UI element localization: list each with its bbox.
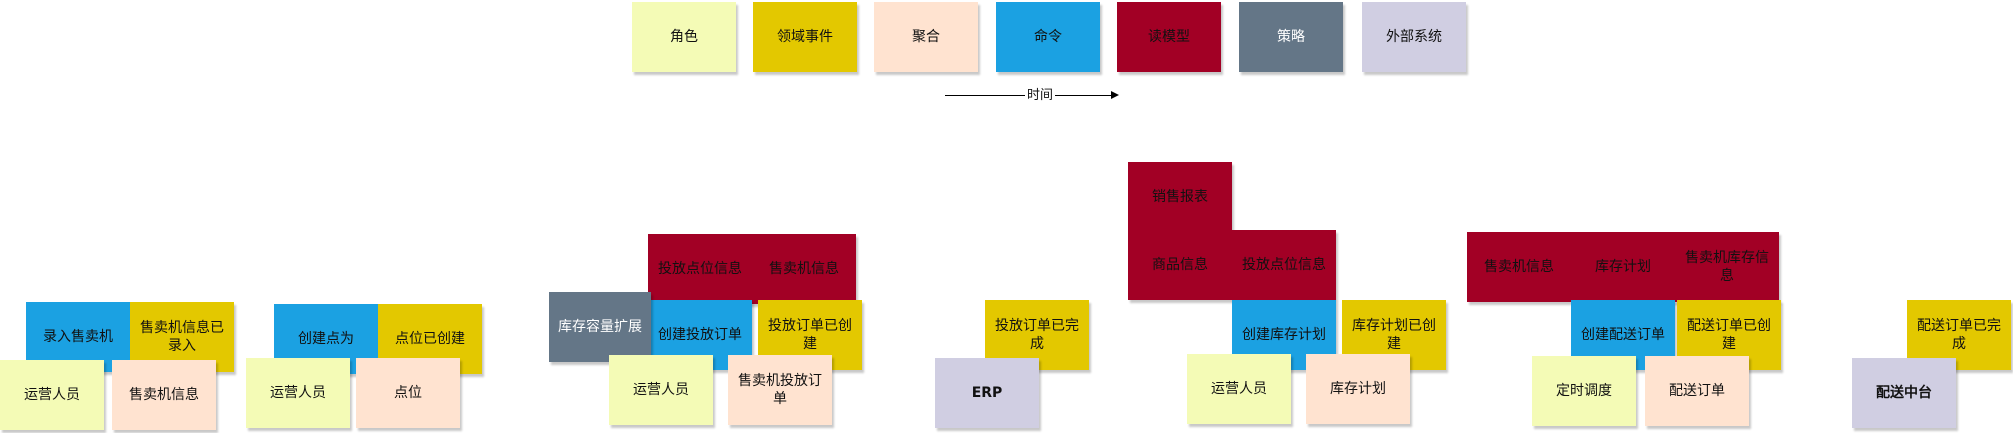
legend-event: 领域事件 (753, 2, 857, 72)
aggregate-note: 点位 (356, 358, 460, 428)
read-model-note: 投放点位信息 (648, 234, 752, 304)
role-note: 运营人员 (246, 358, 350, 428)
legend-role: 角色 (632, 2, 736, 72)
read-model-note: 售卖机库存信息 (1675, 232, 1779, 302)
legend-policy: 策略 (1239, 2, 1343, 72)
read-model-note: 售卖机信息 (1467, 232, 1571, 302)
legend-aggregate: 聚合 (874, 2, 978, 72)
legend-external: 外部系统 (1362, 2, 1466, 72)
role-note: 运营人员 (609, 355, 713, 425)
legend-command: 命令 (996, 2, 1100, 72)
read-model-note: 库存计划 (1571, 232, 1675, 302)
legend-read-model: 读模型 (1117, 2, 1221, 72)
policy-note: 库存容量扩展 (549, 292, 651, 362)
aggregate-note: 售卖机投放订单 (728, 355, 832, 425)
role-note: 运营人员 (0, 360, 104, 430)
read-model-note: 销售报表 (1128, 162, 1232, 232)
role-note: 运营人员 (1187, 354, 1291, 424)
timeline-label: 时间 (1025, 84, 1056, 103)
read-model-note: 投放点位信息 (1232, 230, 1336, 300)
aggregate-note: 售卖机信息 (112, 360, 216, 430)
read-model-note: 商品信息 (1128, 230, 1232, 300)
role-note: 定时调度 (1532, 356, 1636, 426)
timeline-arrowhead (1111, 91, 1119, 99)
aggregate-note: 库存计划 (1306, 354, 1410, 424)
external-system-note: 配送中台 (1852, 358, 1956, 428)
external-system-note: ERP (935, 358, 1039, 428)
read-model-note: 售卖机信息 (752, 234, 856, 304)
aggregate-note: 配送订单 (1645, 356, 1749, 426)
